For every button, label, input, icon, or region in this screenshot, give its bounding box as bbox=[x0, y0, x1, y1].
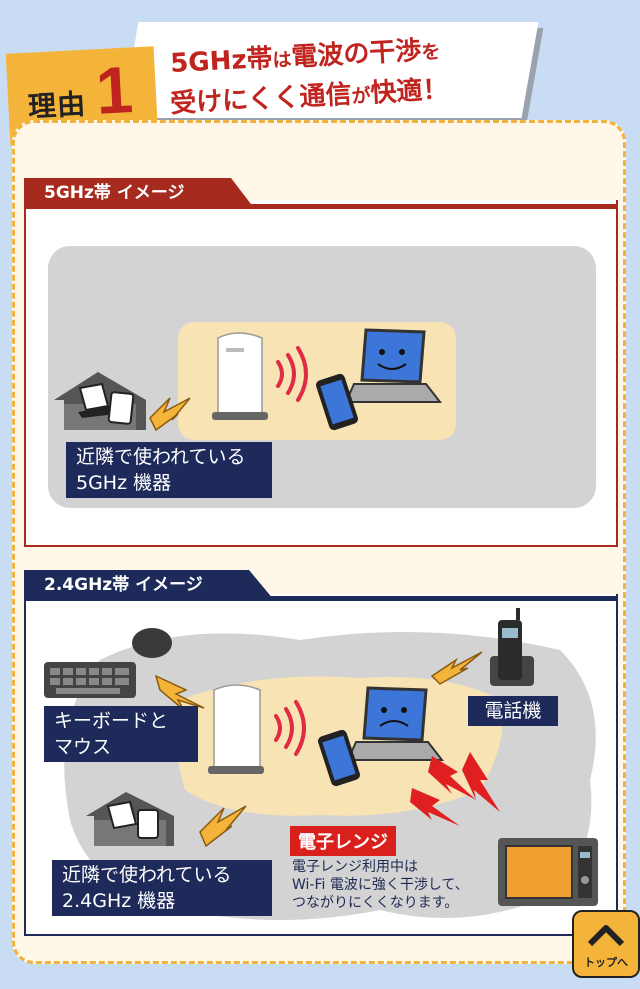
keyboard-icon bbox=[44, 662, 136, 698]
microwave-icon bbox=[498, 838, 598, 906]
wave-icon bbox=[274, 700, 306, 756]
tablet-icon bbox=[107, 391, 135, 425]
microwave-note: 電子レンジ利用中は Wi-Fi 電波に強く干渉して、 つながりにくくなります。 bbox=[292, 858, 469, 912]
smartphone-icon bbox=[318, 729, 360, 787]
tab-underline-24ghz bbox=[24, 596, 616, 601]
neighbor-devices-label-5ghz: 近隣で使われている 5GHz 機器 bbox=[66, 442, 272, 498]
laptop-icon bbox=[344, 328, 443, 403]
microwave-note-line3: つながりにくくなります。 bbox=[292, 895, 459, 911]
laptop-icon bbox=[78, 382, 116, 418]
house-icon bbox=[86, 792, 174, 846]
neighbor-label-5ghz-line1: 近隣で使われている bbox=[76, 446, 246, 468]
chevron-up-icon bbox=[587, 925, 625, 947]
neighbor-devices-label-24ghz: 近隣で使われている 2.4GHz 機器 bbox=[52, 860, 272, 916]
microwave-note-line2: Wi-Fi 電波に強く干渉して、 bbox=[292, 877, 469, 893]
back-to-top-label: トップへ bbox=[584, 956, 628, 969]
mouse-icon bbox=[132, 628, 172, 658]
neighbor-label-5ghz-line2: 5GHz 機器 bbox=[76, 472, 172, 494]
lightning-icon bbox=[199, 805, 247, 848]
tab-5ghz-image: 5GHz帯 イメージ bbox=[24, 178, 254, 208]
microwave-label: 電子レンジ bbox=[290, 826, 396, 856]
keyboard-label-line1: キーボードと bbox=[54, 710, 169, 732]
lightning-icon bbox=[430, 651, 483, 685]
neighbor-label-24ghz-line1: 近隣で使われている bbox=[62, 864, 232, 886]
tab-underline-5ghz bbox=[24, 204, 616, 209]
smartphone-icon bbox=[316, 373, 358, 431]
phone-label: 電話機 bbox=[468, 696, 558, 726]
keyboard-mouse-label: キーボードと マウス bbox=[44, 706, 198, 762]
tab-24ghz-image: 2.4GHz帯 イメージ bbox=[24, 570, 274, 600]
router-icon bbox=[208, 684, 264, 774]
wave-icon bbox=[276, 346, 308, 402]
back-to-top-button[interactable]: トップへ bbox=[572, 910, 640, 978]
lightning-icon bbox=[154, 674, 205, 711]
router-icon bbox=[212, 332, 268, 420]
cordless-phone-icon bbox=[490, 608, 534, 686]
microwave-note-line1: 電子レンジ利用中は bbox=[292, 859, 418, 875]
lightning-icon bbox=[410, 752, 500, 826]
keyboard-label-line2: マウス bbox=[54, 736, 112, 758]
neighbor-label-24ghz-line2: 2.4GHz 機器 bbox=[62, 890, 176, 912]
lightning-icon bbox=[149, 397, 191, 432]
